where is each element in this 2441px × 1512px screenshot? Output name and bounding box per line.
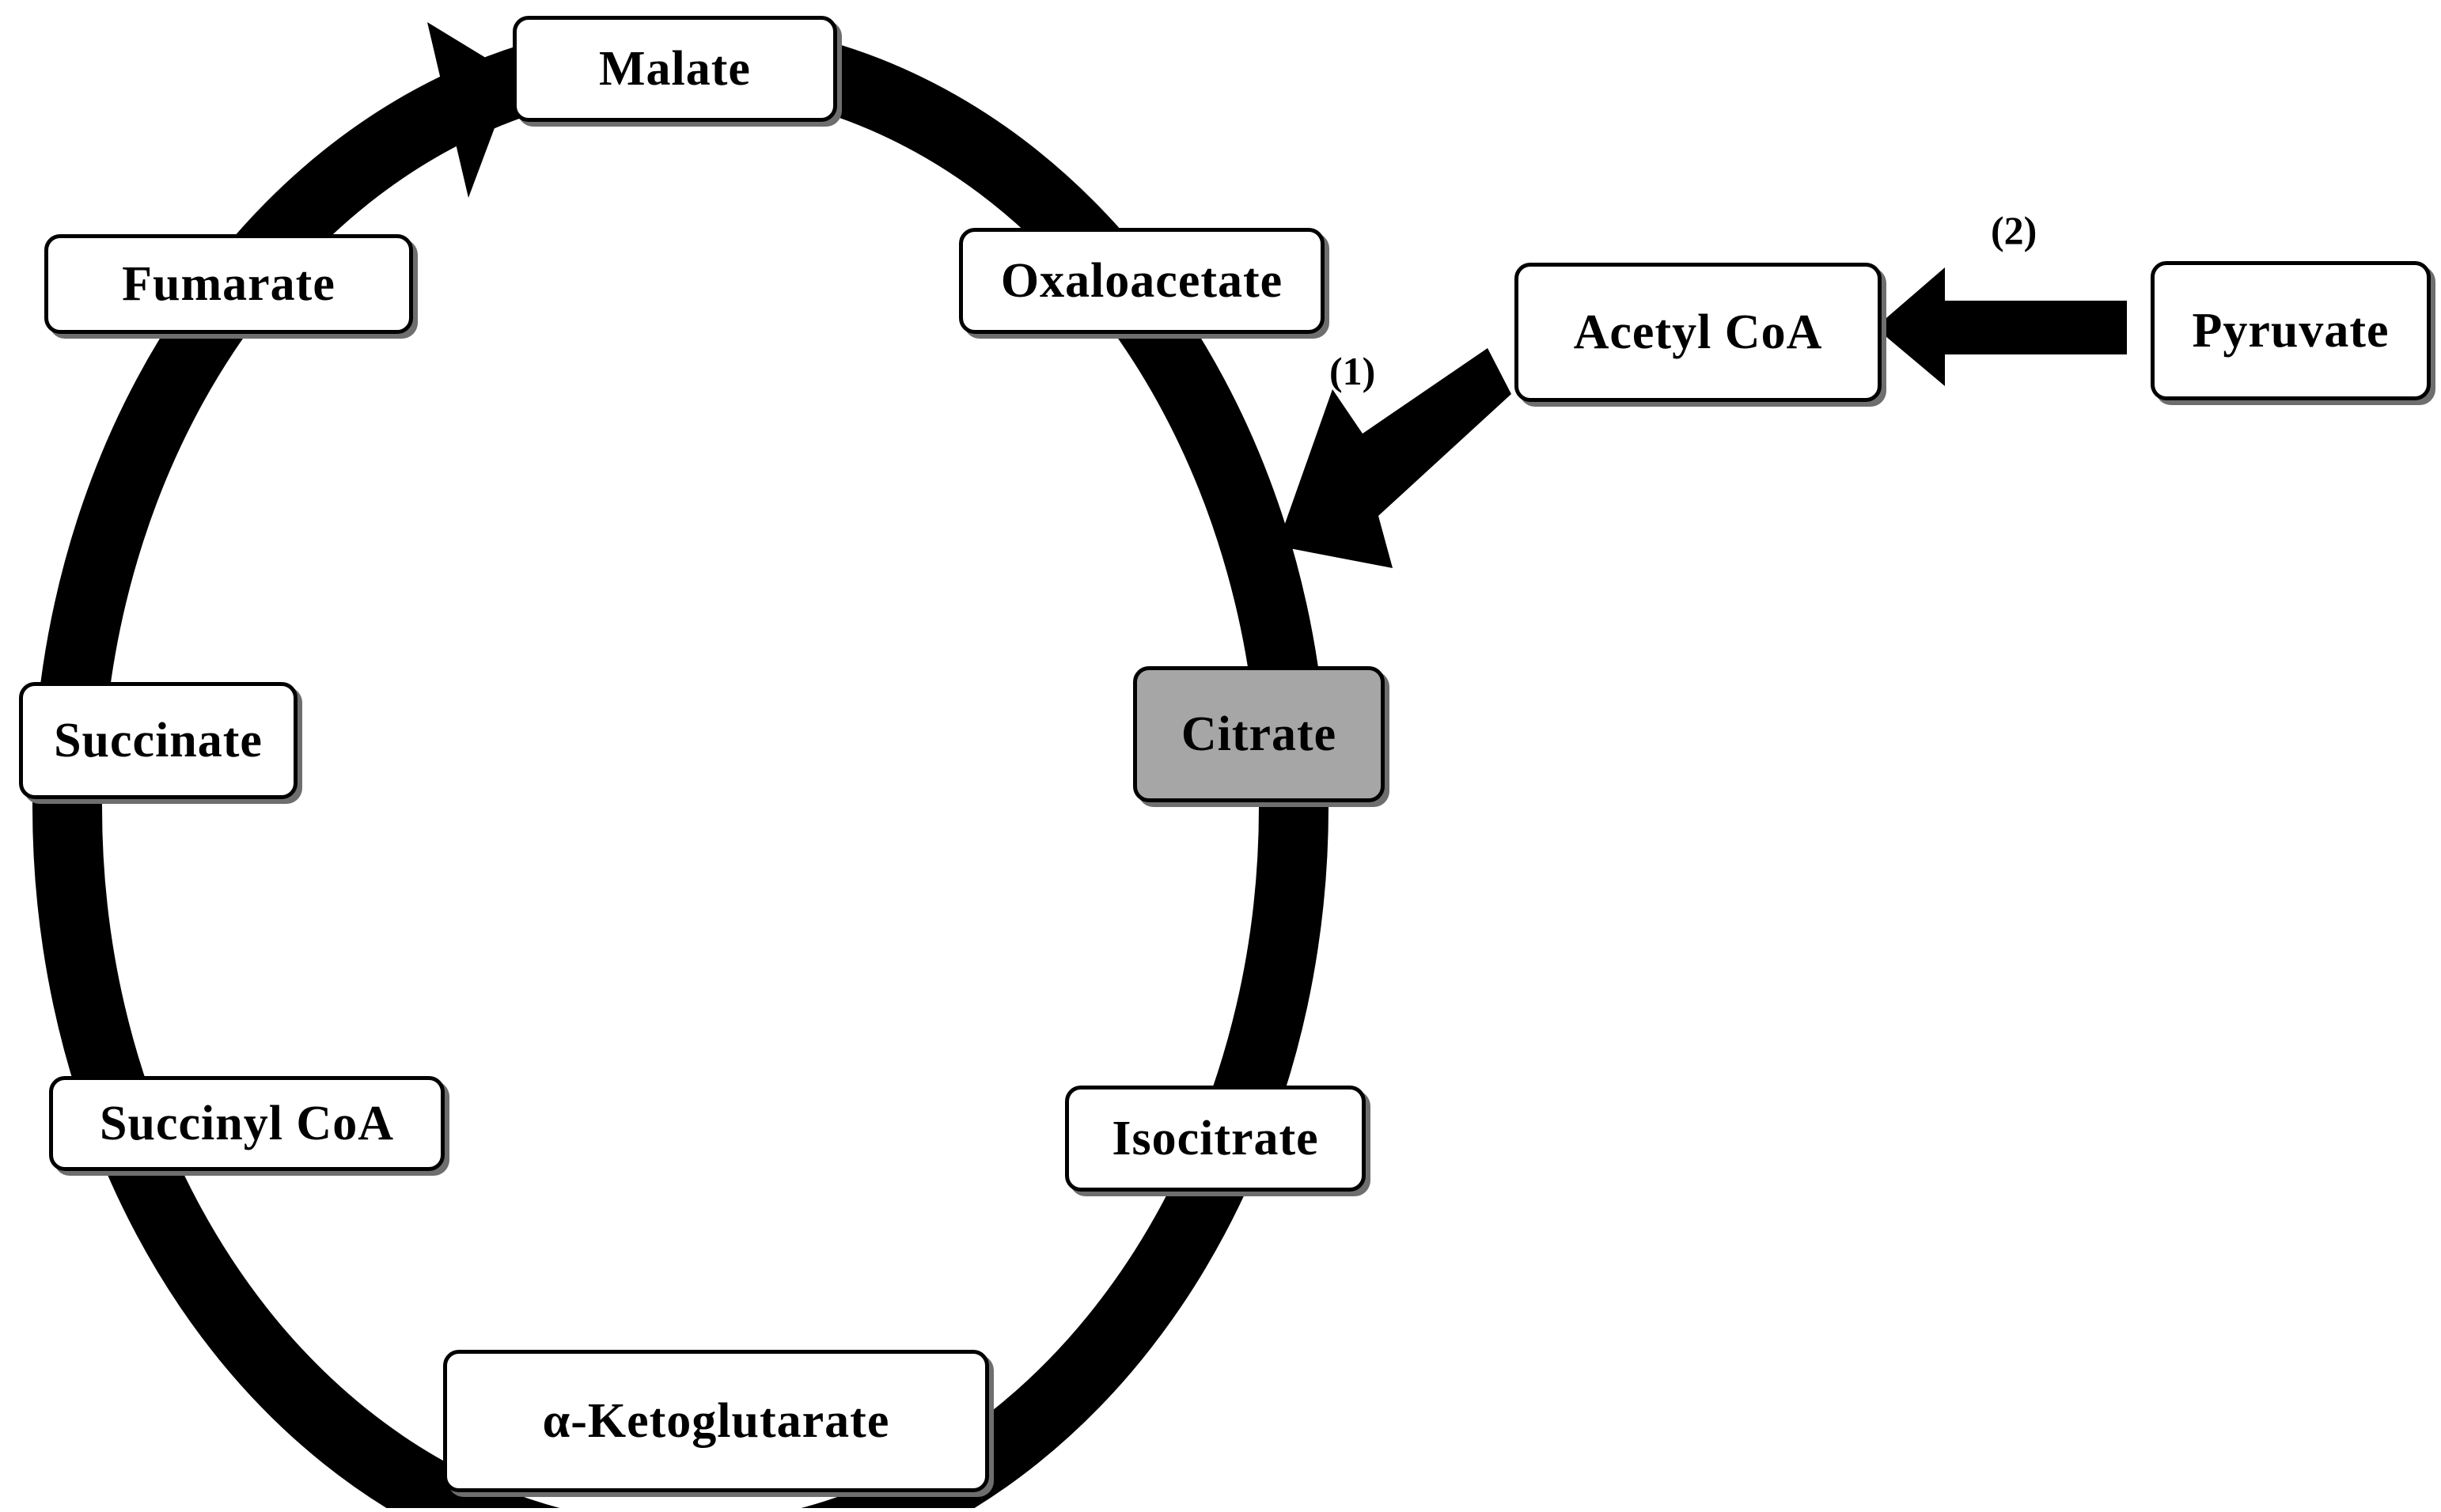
node-citrate: Citrate	[1133, 666, 1385, 802]
node-succinate: Succinate	[19, 682, 298, 799]
node-succinyl-coa: Succinyl CoA	[49, 1076, 445, 1171]
node-pyruvate: Pyruvate	[2151, 261, 2431, 400]
node-oxaloacetate: Oxaloacetate	[959, 228, 1325, 334]
step-label-1: (1)	[1329, 349, 1376, 393]
step-label-2: (2)	[1991, 208, 2037, 252]
arrow-acetyl-to-citrate	[1277, 348, 1511, 568]
node-malate: Malate	[513, 16, 837, 122]
node-acetyl-coa: Acetyl CoA	[1514, 263, 1882, 402]
node-fumarate: Fumarate	[44, 234, 413, 334]
node-alpha-ketoglutarate: α-Ketoglutarate	[443, 1350, 989, 1492]
arrow-pyruvate-to-acetyl	[1875, 267, 2127, 386]
cycle-arrowhead	[427, 22, 514, 198]
node-isocitrate: Isocitrate	[1065, 1086, 1366, 1192]
